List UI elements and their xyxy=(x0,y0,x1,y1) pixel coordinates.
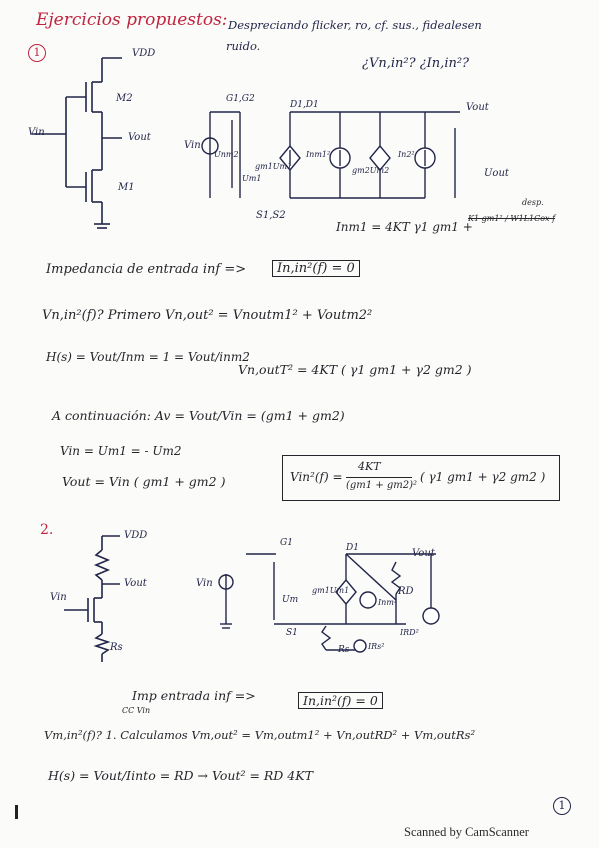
ex2-input-impedance: Imp entrada inf => xyxy=(132,688,256,703)
exercise-1-schematic xyxy=(22,52,162,232)
ex1-m2-label: M2 xyxy=(116,93,133,104)
exercise-1-number: 1 xyxy=(28,44,46,62)
ex1-noise-out: Vn,outT² = 4KT ( γ1 gm1 + γ2 gm2 ) xyxy=(238,362,472,377)
ex1-um1-label: Um1 xyxy=(242,174,262,183)
ex1-src-c-label: Inm1² xyxy=(306,150,331,159)
ex1-result-rhs: ( γ1 gm1 + γ2 gm2 ) xyxy=(420,470,546,484)
ex1-vin-eq: Vin = Um1 = - Um2 xyxy=(60,444,182,458)
ex2-vout-label: Vout xyxy=(124,578,147,589)
ex2-g-label: G1 xyxy=(280,538,293,548)
ex1-vin-label: Vin xyxy=(28,127,45,138)
ex1-result-den: (gm1 + gm2)² xyxy=(346,480,418,491)
ex1-vout-label: Vout xyxy=(128,132,151,143)
ex1-vout-eq: Vout = Vin ( gm1 + gm2 ) xyxy=(62,474,226,489)
ex1-result-fraction-bar xyxy=(346,477,412,478)
ex2-vdd-label: VDD xyxy=(124,530,148,541)
header-note-line1: Despreciando flicker, ro, cf. sus., fide… xyxy=(228,18,482,32)
ex1-vout-small-label: Vout xyxy=(466,102,489,113)
ex1-uout-label: Uout xyxy=(484,168,509,179)
ex2-src-irs-label: IRs² xyxy=(368,642,385,651)
ex1-src-e-label: In2² xyxy=(398,150,415,159)
ex1-result-box xyxy=(282,455,560,501)
ex2-rd-label: RD xyxy=(398,586,414,597)
ex2-um-label: Um xyxy=(282,595,299,605)
ex1-desp-note: desp. xyxy=(522,198,544,207)
scanner-watermark: Scanned by CamScanner xyxy=(404,825,529,839)
exercise-1-small-signal-model xyxy=(180,98,470,218)
ex2-vout-small-label: Vout xyxy=(412,548,435,559)
ex1-transfer: H(s) = Vout/Inm = 1 = Vout/inm2 xyxy=(46,350,250,364)
header-note-line2: ruido. xyxy=(226,39,261,53)
ex2-src-rs-label: Rs xyxy=(338,645,350,655)
title: Ejercicios propuestos: xyxy=(36,10,228,30)
exercise-2-small-signal-model xyxy=(196,540,446,670)
ex2-vin-small-label: Vin xyxy=(196,578,213,589)
ex1-result-lhs: Vin²(f) = xyxy=(290,470,343,484)
ex1-result-num: 4KT xyxy=(358,460,381,473)
ex1-d-label: D1,D1 xyxy=(290,100,319,110)
ex2-src-n-label: Inm² xyxy=(378,598,398,607)
ex2-input-impedance-result: In,in²(f) = 0 xyxy=(298,692,383,709)
scan-edge-mark xyxy=(15,805,18,819)
ex1-g-label: G1,G2 xyxy=(226,94,255,104)
header-question: ¿Vn,in²? ¿In,in²? xyxy=(362,56,470,71)
ex2-rs-label: Rs xyxy=(110,642,123,653)
ex1-input-impedance: Impedancia de entrada inf => xyxy=(46,262,247,277)
ex1-gain: A continuación: Av = Vout/Vin = (gm1 + g… xyxy=(52,408,345,423)
ex1-noise-current: Inm1 = 4KT γ1 gm1 + xyxy=(336,220,473,234)
ex1-src-d-label: gm2Um2 xyxy=(352,166,390,175)
ex2-src-ird-label: IRD² xyxy=(400,628,419,637)
ex1-vin-small-label: Vin xyxy=(184,140,201,151)
page-number: 1 xyxy=(553,797,571,815)
ex2-transfer: H(s) = Vout/Iinto = RD → Vout² = RD 4KT xyxy=(48,768,313,783)
ex2-vin-label: Vin xyxy=(50,592,67,603)
ex2-vn-question: Vm,in²(f)? 1. Calculamos Vm,out² = Vm,ou… xyxy=(44,728,476,742)
exercise-2-schematic xyxy=(40,528,130,668)
ex1-src-b-label: gm1Um1 xyxy=(255,162,293,171)
ex1-crossed-term: K1 gm1² / W1L1Cox f xyxy=(468,214,556,223)
ex2-ccvin: CC Vin xyxy=(122,706,151,715)
ex1-vdd-label: VDD xyxy=(132,48,156,59)
ex1-m1-label: M1 xyxy=(118,182,135,193)
ex1-input-impedance-result: In,in²(f) = 0 xyxy=(272,260,360,277)
ex2-d-label: D1 xyxy=(346,543,359,553)
exercise-2-number: 2. xyxy=(40,522,54,538)
ex2-s-label: S1 xyxy=(286,628,298,638)
ex2-src-gm-label: gm1Um1 xyxy=(312,586,350,595)
ex1-src-a-label: Unm2 xyxy=(214,150,239,159)
ex1-vn-question: Vn,in²(f)? Primero Vn,out² = Vnoutm1² + … xyxy=(42,308,373,323)
ex1-s-label: S1,S2 xyxy=(256,210,286,221)
